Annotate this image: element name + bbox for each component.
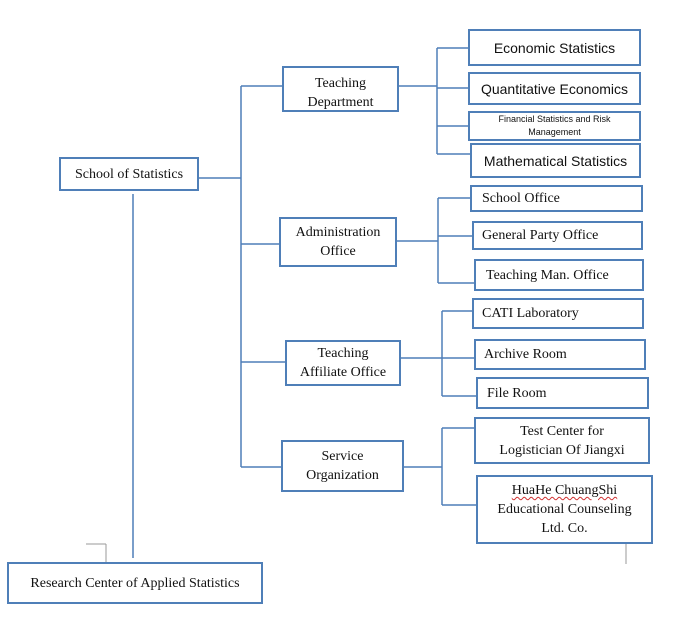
quantitative-economics-box: Quantitative Economics	[468, 72, 641, 105]
archive-room-box: Archive Room	[474, 339, 646, 370]
archive-room-label: Archive Room	[484, 347, 567, 362]
file-room-box: File Room	[476, 377, 649, 409]
teaching-department-label-line1: Teaching	[314, 76, 367, 91]
mathematical-statistics-label: Mathematical Statistics	[483, 152, 628, 169]
service-organization-label-line2: Organization	[306, 468, 379, 483]
teaching-affiliate-office-label-line1: Teaching	[317, 346, 369, 361]
economic-statistics-box: Economic Statistics	[468, 29, 641, 66]
teaching-department-box: Teaching Department	[282, 66, 399, 112]
financial-statistics-label: Financial Statistics and Risk Management	[498, 114, 611, 137]
huahe-chuangshi-name: HuaHe ChuangShi	[511, 483, 618, 498]
school-office-label: School Office	[482, 191, 560, 206]
huahe-chuangshi-line2: Educational Counseling	[497, 502, 632, 517]
huahe-chuangshi-line3: Ltd. Co.	[541, 521, 588, 536]
school-office-box: School Office	[470, 185, 643, 212]
school-of-statistics-box: School of Statistics	[59, 157, 199, 191]
economic-statistics-label: Economic Statistics	[493, 39, 616, 56]
mathematical-statistics-box: Mathematical Statistics	[470, 143, 641, 178]
test-center-box: Test Center for Logistician Of Jiangxi	[474, 417, 650, 464]
huahe-chuangshi-box: HuaHe ChuangShi Educational Counseling L…	[476, 475, 653, 544]
teaching-man-office-box: Teaching Man. Office	[474, 259, 644, 291]
test-center-label: Test Center for Logistician Of Jiangxi	[499, 423, 625, 458]
quantitative-economics-label: Quantitative Economics	[480, 80, 629, 97]
administration-office-box: Administration Office	[279, 217, 397, 267]
teaching-affiliate-office-box: Teaching Affiliate Office	[285, 340, 401, 386]
general-party-office-box: General Party Office	[472, 221, 643, 250]
cati-laboratory-box: CATI Laboratory	[472, 298, 644, 329]
teaching-affiliate-office-label-line2: Affiliate Office	[299, 365, 387, 380]
cati-laboratory-label: CATI Laboratory	[482, 306, 579, 321]
financial-statistics-box: Financial Statistics and Risk Management	[468, 111, 641, 141]
service-organization-box: Service Organization	[281, 440, 404, 492]
research-center-box: Research Center of Applied Statistics	[7, 562, 263, 604]
general-party-office-label: General Party Office	[482, 228, 599, 243]
administration-office-label-line2: Office	[320, 244, 356, 259]
teaching-man-office-label: Teaching Man. Office	[486, 267, 609, 283]
administration-office-label-line1: Administration	[295, 225, 381, 240]
teaching-department-label-line2: Department	[307, 95, 374, 110]
service-organization-label-line1: Service	[321, 449, 364, 464]
research-center-label: Research Center of Applied Statistics	[30, 575, 240, 591]
school-of-statistics-label: School of Statistics	[74, 166, 184, 182]
file-room-label: File Room	[487, 385, 547, 401]
